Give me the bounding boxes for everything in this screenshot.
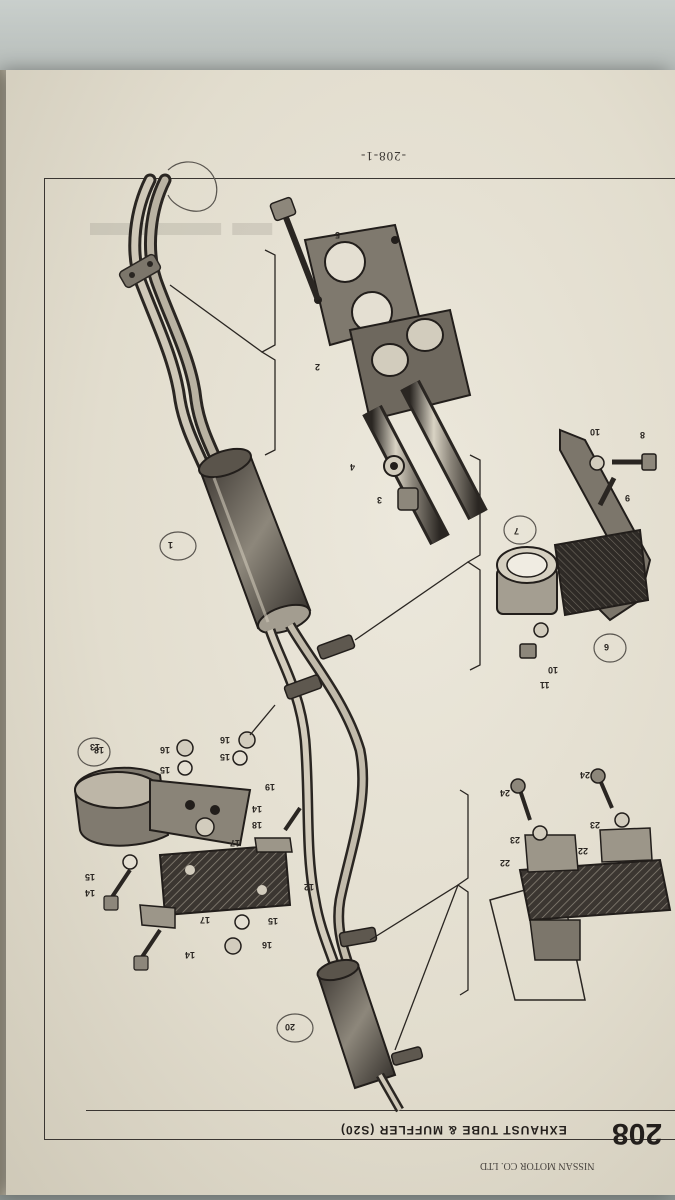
middle-mount-detail	[73, 704, 302, 971]
front-exhaust-tube	[118, 173, 232, 487]
callout-15-d: 15	[268, 916, 279, 926]
callout-10-upper: 10	[590, 427, 601, 437]
callout-7: 7	[514, 526, 520, 536]
callout-24-b: 24	[580, 770, 591, 780]
callout-15-b: 15	[220, 752, 231, 762]
callout-10-lower: 10	[548, 665, 559, 675]
callout-18-a: 18	[94, 745, 105, 755]
rear-muffler	[316, 958, 424, 1113]
page-title: EXHAUST TUBE & MUFFLER (S20)	[340, 1123, 567, 1137]
callout-23-b: 23	[590, 820, 601, 830]
rear-mount-detail	[369, 768, 672, 1051]
rear-exhaust-tube	[264, 622, 378, 977]
title-rule	[86, 1110, 675, 1111]
callout-20: 20	[285, 1022, 296, 1032]
section-number: 208	[612, 1117, 663, 1150]
callout-22-a: 22	[500, 858, 511, 868]
callout-17-a: 17	[230, 838, 241, 848]
callout-14-left: 14	[85, 888, 96, 898]
callout-6: 6	[604, 642, 610, 652]
callout-24-a: 24	[500, 788, 511, 798]
manifold-gasket-detail	[169, 196, 488, 546]
callout-14-bottom: 14	[185, 950, 196, 960]
callout-16-b: 16	[220, 735, 231, 745]
callout-12: 12	[304, 882, 315, 892]
callout-15-c: 15	[85, 872, 96, 882]
main-muffler	[198, 447, 312, 635]
callout-11: 11	[540, 680, 550, 690]
callout-4: 4	[350, 462, 356, 472]
page-number: -208-1-	[360, 149, 406, 164]
pencil-annotations	[77, 161, 627, 1043]
callout-16-a: 16	[160, 745, 171, 755]
callout-5: 5	[335, 230, 341, 240]
callout-16-c: 16	[262, 940, 273, 950]
callout-19: 19	[265, 782, 276, 792]
callout-15-a: 15	[160, 765, 171, 775]
callout-18-b: 18	[252, 820, 263, 830]
callout-1: 1	[168, 540, 174, 550]
callout-22-b: 22	[578, 846, 589, 856]
callout-17-b: 17	[200, 915, 211, 925]
front-bracket-detail	[354, 428, 657, 671]
callout-8: 8	[640, 430, 646, 440]
callout-23-a: 23	[510, 835, 521, 845]
callout-14-upper: 14	[252, 804, 263, 814]
callout-3: 3	[377, 495, 383, 505]
callout-2: 2	[315, 362, 321, 372]
callout-9: 9	[625, 493, 631, 503]
diagram-frame	[44, 178, 675, 1140]
page-footer: NISSAN MOTOR CO. LTD	[480, 1160, 595, 1171]
